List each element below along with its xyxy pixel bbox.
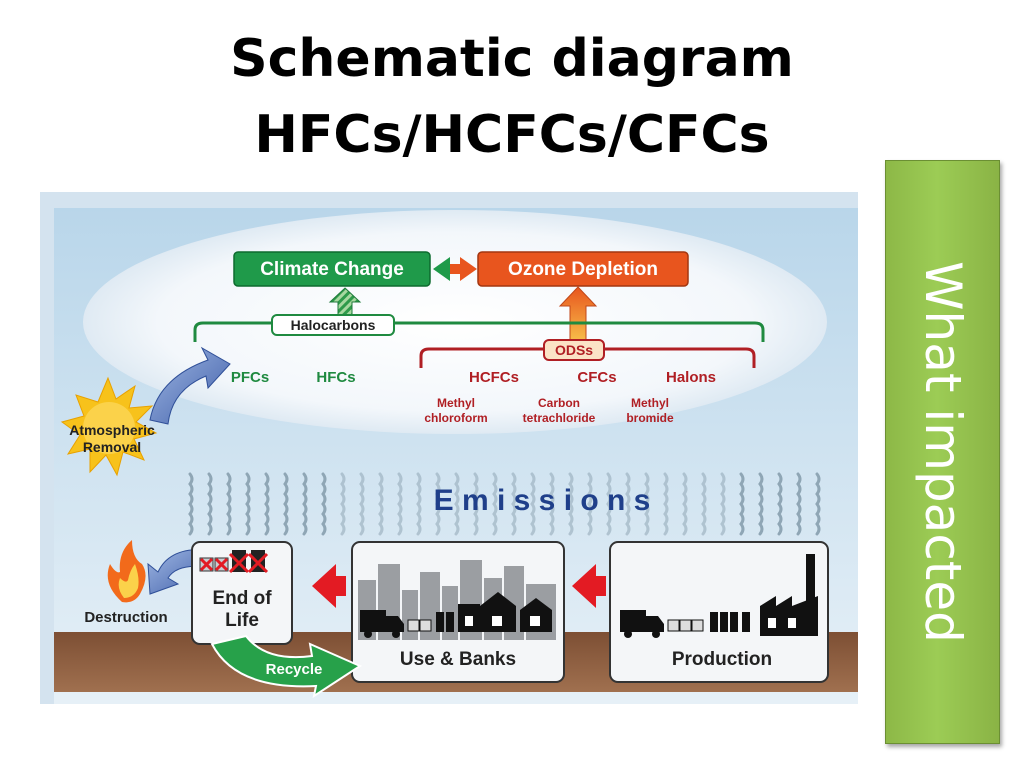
use-to-end-of-life-arrow-icon — [312, 564, 346, 608]
end-of-life-box: End of Life — [191, 541, 293, 645]
emission-wave — [511, 472, 517, 536]
schematic-diagram: Climate Change Ozone Depletion Halocarbo… — [40, 192, 858, 704]
emission-wave — [758, 472, 764, 536]
emission-wave — [397, 472, 403, 536]
halocarbons-tag: Halocarbons — [271, 314, 395, 336]
emission-wave — [568, 472, 574, 536]
emission-wave — [378, 472, 384, 536]
emission-wave — [606, 472, 612, 536]
emission-wave — [530, 472, 536, 536]
emission-wave — [245, 472, 251, 536]
slide-title-line-1: Schematic diagram — [230, 29, 794, 89]
emission-wave — [815, 472, 821, 536]
recycle-arrow-icon: Recycle — [210, 634, 363, 699]
emission-wave — [663, 472, 669, 536]
emission-wave — [644, 472, 650, 536]
emission-wave — [492, 472, 498, 536]
production-label: Production — [672, 649, 772, 670]
truck-icon — [360, 610, 404, 638]
emission-wave — [777, 472, 783, 536]
emission-wave — [226, 472, 232, 536]
production-truck-icon — [620, 610, 664, 638]
emission-wave — [701, 472, 707, 536]
emission-wave — [549, 472, 555, 536]
production-box: Production — [609, 541, 829, 683]
flame-icon — [107, 540, 146, 603]
climate-change-label: Climate Change — [260, 259, 404, 280]
production-to-use-arrow-icon — [572, 564, 606, 608]
emission-wave — [340, 472, 346, 536]
emission-wave — [682, 472, 688, 536]
removal-arrow-icon — [149, 346, 231, 425]
methyl-chloroform-line-2: chloroform — [424, 411, 487, 425]
halons-label: Halons — [666, 369, 716, 386]
production-appliances-icon — [667, 612, 750, 632]
recycle-label: Recycle — [266, 661, 323, 678]
use-and-banks-box: Use & Banks — [351, 541, 565, 683]
hfcs-label: HFCs — [316, 369, 355, 386]
use-and-banks-label: Use & Banks — [400, 649, 516, 670]
end-of-life-line-1: End of — [212, 588, 272, 609]
what-impacted-panel: What impacted — [885, 160, 1000, 744]
ozone-depletion-label: Ozone Depletion — [508, 259, 658, 280]
destruction-label: Destruction — [84, 609, 167, 626]
appliances-icon — [407, 592, 552, 632]
carbon-tetrachloride-line-2: tetrachloride — [523, 411, 596, 425]
hcfcs-label: HCFCs — [469, 369, 519, 386]
emission-wave — [796, 472, 802, 536]
emission-wave — [625, 472, 631, 536]
emissions-label: E m i s s i o n s — [434, 484, 651, 517]
ozone-depletion-box: Ozone Depletion — [477, 251, 689, 287]
emission-wave — [207, 472, 213, 536]
atmospheric-removal-line-1: Atmospheric — [69, 422, 155, 438]
slide-title-line-2: HFCs/HCFCs/CFCs — [254, 105, 770, 165]
emission-waves — [188, 472, 821, 536]
ods-label: ODSs — [555, 342, 593, 358]
methyl-bromide-line-1: Methyl — [631, 396, 669, 410]
halocarbons-bracket — [193, 321, 765, 342]
atmospheric-removal-line-2: Removal — [83, 439, 141, 455]
emission-wave — [359, 472, 365, 536]
emission-wave — [302, 472, 308, 536]
pfcs-label: PFCs — [231, 369, 269, 386]
climate-change-box: Climate Change — [233, 251, 431, 287]
cfcs-label: CFCs — [577, 369, 616, 386]
emission-wave — [435, 472, 441, 536]
emission-wave — [587, 472, 593, 536]
halocarbons-label: Halocarbons — [291, 317, 376, 333]
end-of-life-line-2: Life — [225, 610, 259, 631]
emission-wave — [264, 472, 270, 536]
emission-wave — [473, 472, 479, 536]
factory-icon — [760, 554, 818, 636]
discarded-appliances-icon — [199, 550, 269, 574]
bidirectional-arrow-icon — [433, 257, 477, 281]
emission-wave — [454, 472, 460, 536]
methyl-bromide-line-2: bromide — [626, 411, 674, 425]
emission-wave — [720, 472, 726, 536]
emission-wave — [739, 472, 745, 536]
carbon-tetrachloride-line-1: Carbon — [538, 396, 580, 410]
emission-wave — [321, 472, 327, 536]
emission-wave — [188, 472, 194, 536]
methyl-chloroform-line-1: Methyl — [437, 396, 475, 410]
emission-wave — [283, 472, 289, 536]
sun-icon — [60, 376, 158, 477]
what-impacted-text: What impacted — [913, 261, 972, 643]
emission-wave — [416, 472, 422, 536]
ods-tag: ODSs — [543, 339, 605, 361]
